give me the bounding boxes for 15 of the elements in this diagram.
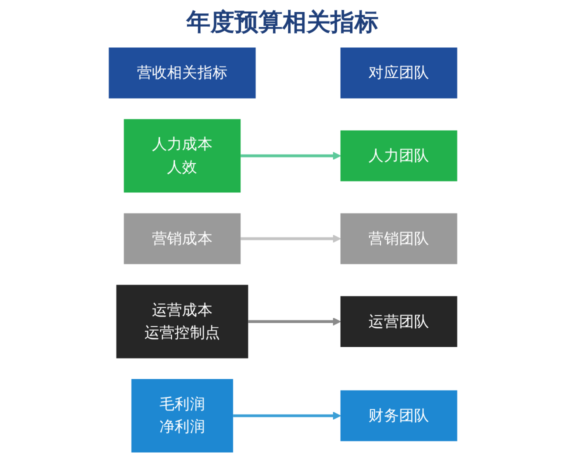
node-box: 人力团队 <box>340 130 457 182</box>
node-box: 运营成本 运营控制点 <box>116 284 248 358</box>
node-box: 营销成本 <box>123 213 240 264</box>
arrow <box>232 412 340 420</box>
node-box: 营收相关指标 <box>108 48 256 98</box>
node-box: 对应团队 <box>340 48 457 98</box>
arrow <box>248 317 340 326</box>
node-box: 运营团队 <box>340 296 457 347</box>
node-box: 毛利润 净利润 <box>130 379 233 452</box>
diagram-title: 年度预算相关指标 <box>185 7 380 38</box>
node-box: 营销团队 <box>340 213 457 264</box>
node-box: 财务团队 <box>340 390 457 442</box>
arrow <box>240 152 340 160</box>
node-box: 人力成本 人效 <box>123 119 240 193</box>
arrow <box>240 234 340 243</box>
